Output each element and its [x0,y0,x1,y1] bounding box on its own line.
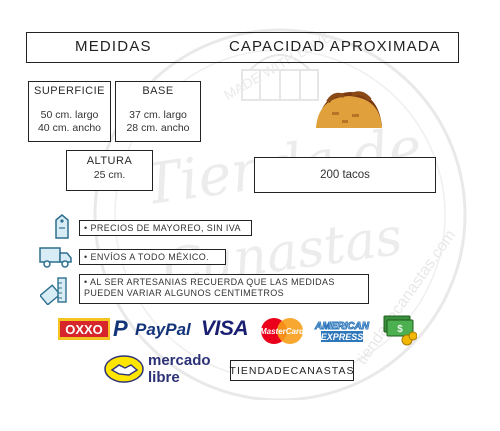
measures-heading: MEDIDAS [75,38,152,55]
mercadolibre-line2: libre [148,369,180,386]
height-box: ALTURA 25 cm. [66,150,153,191]
taco-icon [316,91,382,128]
note-handmade: • AL SER ARTESANIAS RECUERDA QUE LAS MED… [79,274,369,304]
amex-text-1: AMERICAN [314,321,370,332]
height-title: ALTURA [86,155,133,167]
base-length: 37 cm. largo [129,109,187,121]
cash-icon: $ [383,315,417,346]
ruler-basket-icon [40,277,67,305]
paypal-p-icon: P [113,316,128,341]
base-width: 28 cm. ancho [126,122,190,134]
surface-title: SUPERFICIE [33,85,105,97]
surface-box: SUPERFICIE 50 cm. largo 40 cm. ancho [28,81,111,142]
shop-name: TIENDADECANASTAS [229,364,355,377]
paypal-text: PayPal [135,320,191,339]
oxxo-text: OXXO [65,322,103,337]
header-box: MEDIDAS CAPACIDAD APROXIMADA [26,32,459,63]
amex-text-2: EXPRESS [321,332,364,342]
svg-text:$: $ [397,324,403,335]
base-title: BASE [142,85,174,97]
mercadolibre-handshake-icon [104,355,144,383]
note-shipping: • ENVÍOS A TODO MÉXICO. [79,249,226,265]
height-value: 25 cm. [93,169,126,181]
mercadolibre-line1: mercado [148,352,211,369]
surface-length: 50 cm. largo [40,109,99,121]
mastercard-text: MasterCard [260,327,305,336]
surface-width: 40 cm. ancho [37,122,102,134]
delivery-truck-icon [39,247,72,268]
mercadolibre-text: mercado libre [148,352,211,386]
paypal-logo: P PayPal [113,316,197,342]
price-tag-icon [55,214,69,239]
base-box: BASE 37 cm. largo 28 cm. ancho [115,81,201,142]
capacity-heading: CAPACIDAD APROXIMADA [229,38,441,55]
note-wholesale: • PRECIOS DE MAYOREO, SIN IVA [79,220,252,236]
mastercard-logo: MasterCard [260,318,305,344]
capacity-value: 200 tacos [320,168,370,181]
shop-name-box: TIENDADECANASTAS [230,360,354,381]
visa-logo: VISA [201,317,249,340]
oxxo-logo: OXXO [58,318,110,340]
capacity-box: 200 tacos [254,157,436,193]
amex-logo: AMERICAN EXPRESS [314,321,370,342]
